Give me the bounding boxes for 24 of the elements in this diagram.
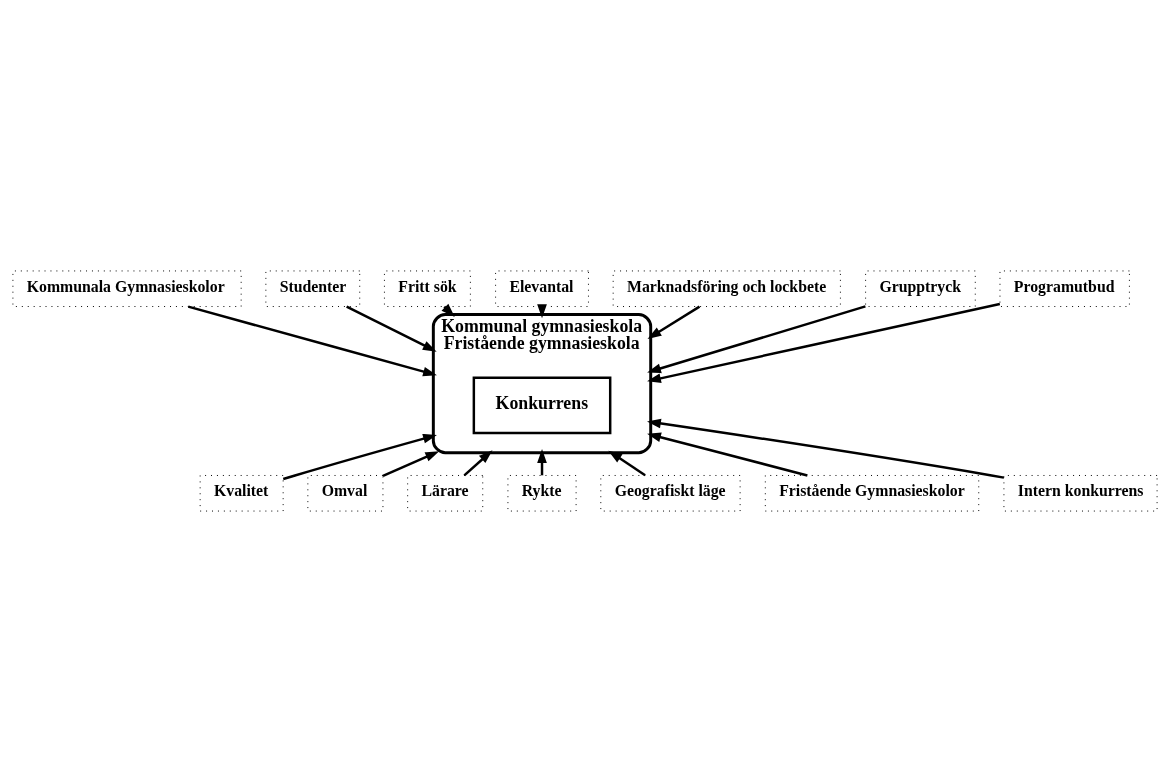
node-box: Marknadsföring och lockbete bbox=[612, 269, 841, 307]
arrow bbox=[346, 305, 437, 352]
node-box: Fristående Gymnasieskolor bbox=[764, 474, 980, 512]
arrow bbox=[647, 418, 1005, 479]
node-box: Programutbud bbox=[999, 269, 1130, 307]
node-box: Rykte bbox=[507, 474, 577, 512]
node-box: Studenter bbox=[265, 269, 361, 307]
arrow bbox=[647, 304, 866, 373]
node-box: Intern konkurrens bbox=[1003, 474, 1158, 512]
node-box: Kvalitet bbox=[199, 474, 284, 512]
node-box: Grupptryck bbox=[865, 269, 976, 307]
arrow bbox=[608, 450, 646, 476]
arrow bbox=[647, 305, 701, 339]
arrow bbox=[282, 433, 437, 480]
node-box: Geografiskt läge bbox=[600, 474, 741, 512]
arrow bbox=[463, 449, 493, 476]
arrow bbox=[382, 450, 440, 477]
node-box: Kommunala Gymnasieskolor bbox=[12, 269, 242, 307]
node-box: Omval bbox=[307, 474, 384, 512]
arrow bbox=[647, 431, 808, 477]
arrow bbox=[187, 304, 437, 376]
arrow bbox=[647, 302, 1001, 383]
node-box: Konkurrens bbox=[472, 375, 612, 434]
node-box: Lärare bbox=[407, 474, 484, 512]
